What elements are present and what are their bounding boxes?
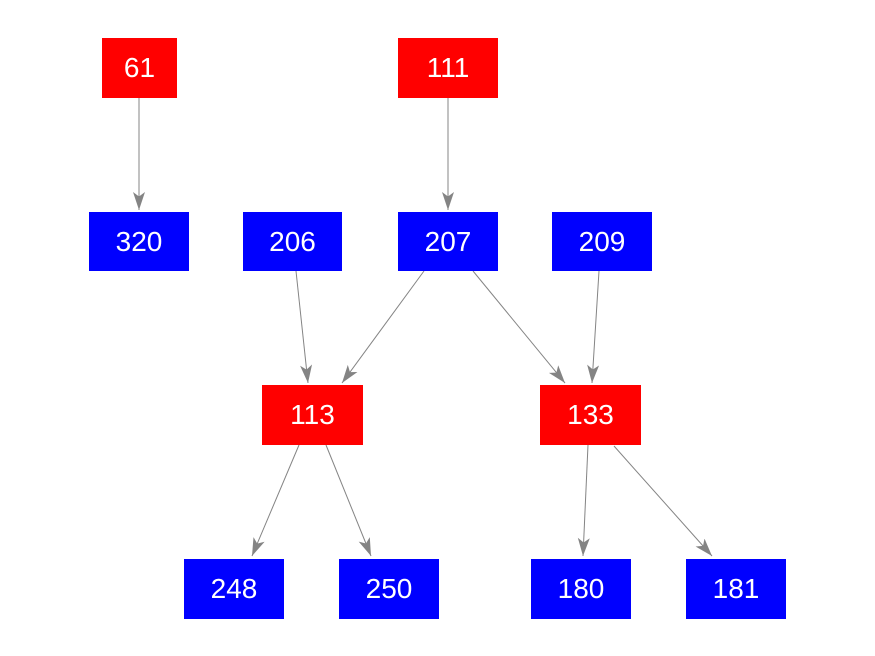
graph-node-180[interactable]: 180	[531, 559, 631, 619]
graph-node-label: 320	[115, 225, 163, 257]
graph-node-111[interactable]: 111	[398, 38, 498, 98]
graph-node-label: 180	[557, 573, 605, 604]
graph-node-113[interactable]: 113	[262, 385, 363, 445]
graph-node-61[interactable]: 61	[102, 38, 177, 98]
graph-node-label: 206	[269, 225, 316, 257]
graph-node-label: 133	[567, 399, 614, 430]
graph-node-label: 248	[210, 573, 258, 604]
graph-node-label: 61	[123, 52, 156, 83]
graph-node-320[interactable]: 320	[89, 212, 189, 271]
graph-node-label: 207	[424, 225, 472, 257]
graph-node-label: 181	[712, 573, 760, 604]
graph-node-209[interactable]: 209	[552, 212, 652, 271]
graph-node-label: 111	[426, 52, 470, 83]
graph-node-label: 250	[365, 573, 413, 604]
graph-node-181[interactable]: 181	[686, 559, 786, 619]
graph-node-207[interactable]: 207	[398, 212, 498, 271]
graph-node-label: 209	[578, 225, 626, 257]
graph-node-label: 113	[290, 399, 335, 430]
graph-node-206[interactable]: 206	[243, 212, 342, 271]
graph-node-133[interactable]: 133	[540, 385, 641, 445]
graph-node-248[interactable]: 248	[184, 559, 284, 619]
graph-node-250[interactable]: 250	[339, 559, 439, 619]
